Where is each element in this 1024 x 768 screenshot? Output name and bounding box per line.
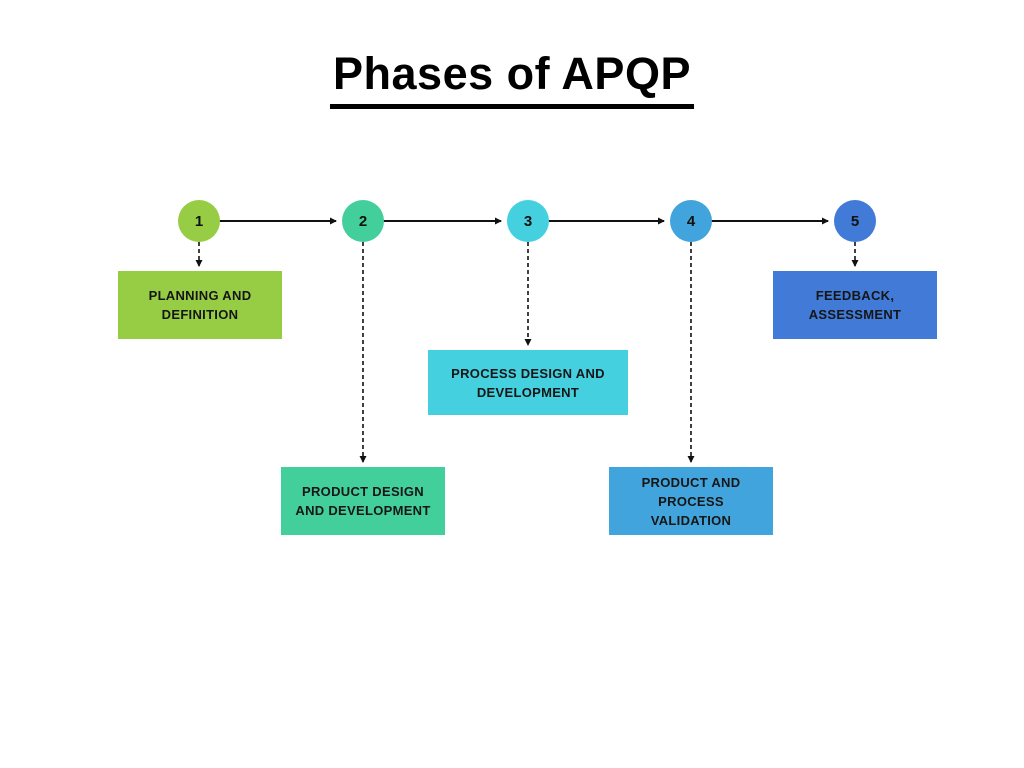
phase-1-marker: 1: [178, 200, 220, 242]
phase-2-marker: 2: [342, 200, 384, 242]
phase-2-label-box: PRODUCT DESIGN AND DEVELOPMENT: [281, 467, 445, 535]
diagram-title: Phases of APQP: [0, 48, 1024, 109]
diagram-title-text: Phases of APQP: [330, 48, 694, 109]
phase-3-marker: 3: [507, 200, 549, 242]
phase-1-label-box: PLANNING AND DEFINITION: [118, 271, 282, 339]
phase-5-label-box: FEEDBACK, ASSESSMENT: [773, 271, 937, 339]
dashed-drop-lines: [195, 221, 859, 463]
phase-3-label-box: PROCESS DESIGN AND DEVELOPMENT: [428, 350, 628, 415]
phase-4-label-box: PRODUCT AND PROCESS VALIDATION: [609, 467, 773, 535]
phase-4-marker: 4: [670, 200, 712, 242]
phase-5-marker: 5: [834, 200, 876, 242]
